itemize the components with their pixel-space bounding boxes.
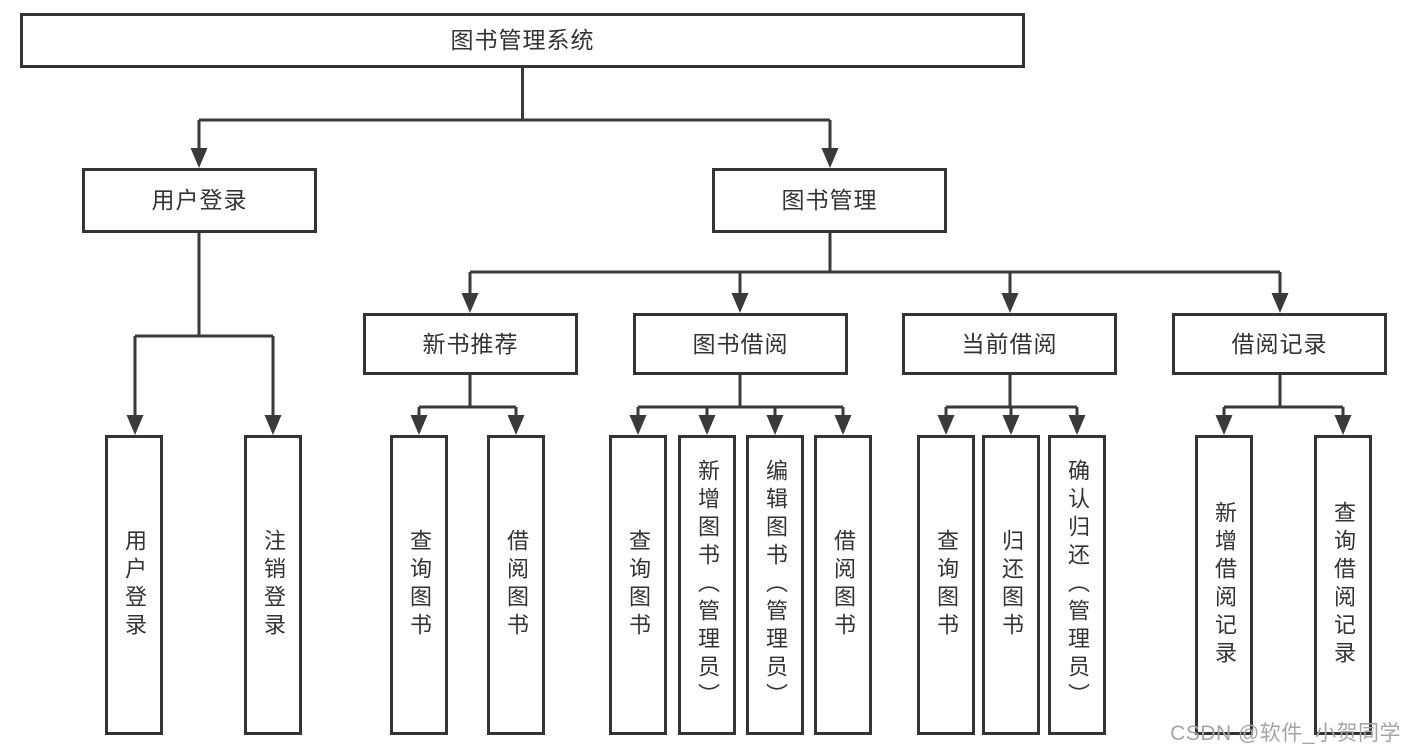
- csdn-watermark: CSDN @软件_小贺同学: [1170, 722, 1401, 745]
- leaf-label: 确认归还（管理员）: [1065, 459, 1090, 711]
- leaf-edit-books-admin: 编辑图书（管理员）: [746, 435, 804, 735]
- node-book-management: 图书管理: [712, 168, 947, 233]
- leaf-query-borrow-record: 查询借阅记录: [1314, 435, 1372, 735]
- node-library-management-system: 图书管理系统: [20, 13, 1025, 68]
- leaf-label: 查询图书: [934, 529, 959, 641]
- leaf-label: 借阅图书: [504, 529, 529, 641]
- node-new-book-recommend: 新书推荐: [363, 313, 578, 375]
- leaf-label: 新增借阅记录: [1212, 501, 1237, 669]
- leaf-label: 归还图书: [999, 529, 1024, 641]
- leaf-query-books-borrow: 查询图书: [609, 435, 667, 735]
- node-current-borrow: 当前借阅: [902, 313, 1117, 375]
- leaf-label: 查询图书: [626, 529, 651, 641]
- leaf-borrow-books: 借阅图书: [814, 435, 872, 735]
- node-user-login: 用户登录: [82, 168, 317, 233]
- leaf-return-books: 归还图书: [982, 435, 1040, 735]
- leaf-borrow-books-recommend: 借阅图书: [487, 435, 545, 735]
- leaf-label: 借阅图书: [831, 529, 856, 641]
- leaf-label: 查询借阅记录: [1331, 501, 1356, 669]
- leaf-label: 查询图书: [407, 529, 432, 641]
- leaf-user-login: 用户登录: [105, 435, 163, 735]
- node-book-borrow: 图书借阅: [633, 313, 848, 375]
- leaf-label: 新增图书（管理员）: [695, 459, 720, 711]
- leaf-query-books-current: 查询图书: [917, 435, 975, 735]
- arrowheads: [126, 148, 1352, 435]
- leaf-query-books-recommend: 查询图书: [390, 435, 448, 735]
- leaf-add-books-admin: 新增图书（管理员）: [678, 435, 736, 735]
- leaf-add-borrow-record: 新增借阅记录: [1195, 435, 1253, 735]
- leaf-logout: 注销登录: [244, 435, 302, 735]
- leaf-label: 编辑图书（管理员）: [763, 459, 788, 711]
- leaf-confirm-return-admin: 确认归还（管理员）: [1048, 435, 1106, 735]
- leaf-label: 用户登录: [122, 529, 147, 641]
- leaf-label: 注销登录: [261, 529, 286, 641]
- node-borrow-records: 借阅记录: [1172, 313, 1387, 375]
